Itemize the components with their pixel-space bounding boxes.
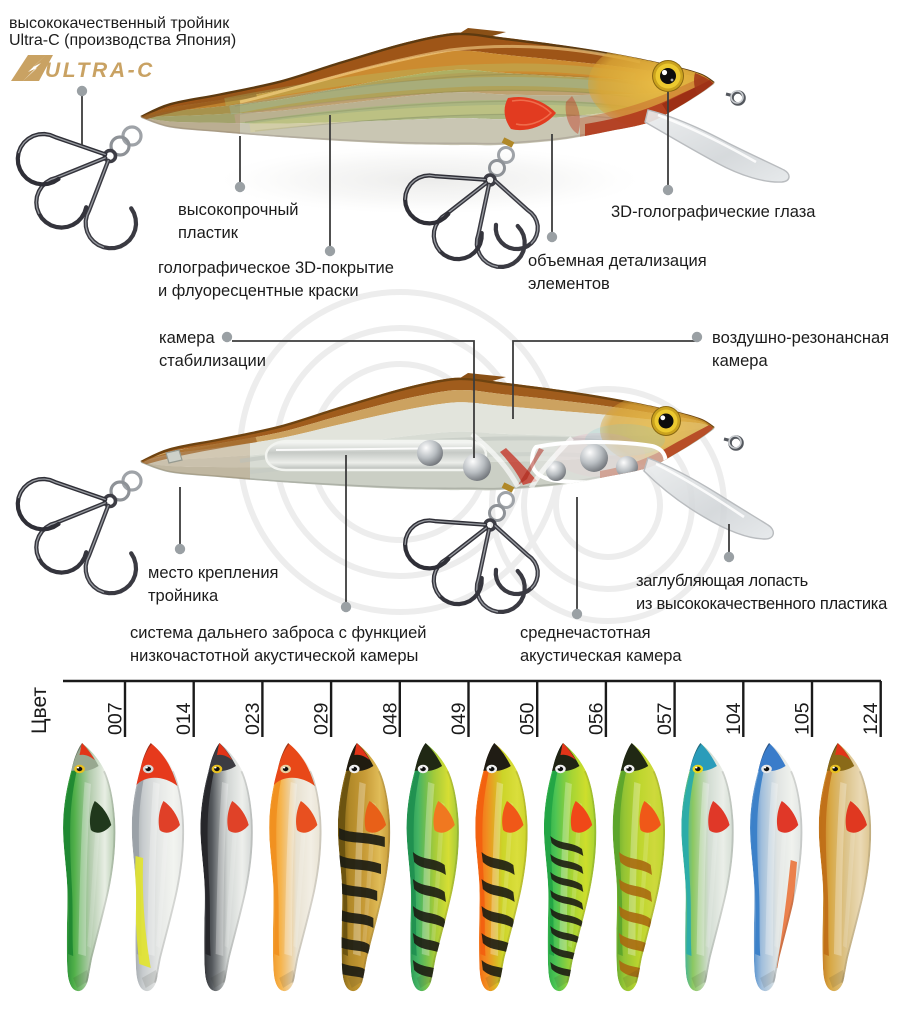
svg-text:056: 056 <box>585 702 607 735</box>
svg-text:Цвет: Цвет <box>28 687 51 734</box>
svg-text:124: 124 <box>860 702 882 735</box>
svg-text:104: 104 <box>723 702 745 735</box>
svg-text:023: 023 <box>242 702 264 735</box>
svg-text:029: 029 <box>311 702 333 735</box>
svg-text:ULTRA-C: ULTRA-C <box>45 59 155 82</box>
svg-text:105: 105 <box>792 702 814 735</box>
svg-text:049: 049 <box>448 702 470 735</box>
svg-text:014: 014 <box>173 702 195 735</box>
svg-text:050: 050 <box>517 702 539 735</box>
svg-text:057: 057 <box>654 702 676 735</box>
svg-text:007: 007 <box>105 702 127 735</box>
svg-text:048: 048 <box>379 702 401 735</box>
